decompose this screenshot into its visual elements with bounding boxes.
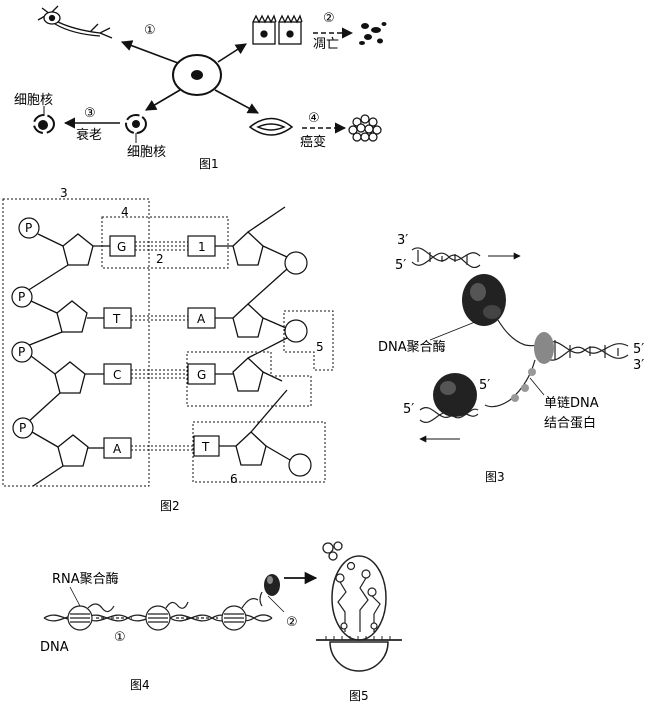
left-strand (26, 233, 110, 487)
arrow-to-small-cell (145, 89, 181, 111)
figure-2: P P P P G T C A 1 A G T (2, 186, 334, 513)
box-4 (101, 216, 229, 269)
cancer-cluster (348, 114, 382, 142)
phosphate-label-2: P (18, 290, 25, 304)
box-g (186, 351, 312, 407)
figure-4: RNA聚合酶 DNA ① ② 图4 (40, 571, 318, 692)
left-base-4: A (113, 442, 122, 456)
ssb-label-line1: 单链DNA (544, 396, 599, 411)
dna-label: DNA (40, 640, 69, 655)
epithelial-cells (252, 14, 303, 45)
right-base-2: A (197, 312, 206, 326)
right-base-1: 1 (198, 240, 206, 254)
right-base-4: T (201, 440, 210, 454)
label-5: 5 (316, 340, 324, 354)
box-3 (2, 198, 150, 487)
central-cell (172, 54, 222, 96)
lower-strand (484, 359, 536, 408)
right-phosphates (284, 251, 312, 477)
phosphate-label-4: P (19, 421, 26, 435)
right-base-3: G (197, 368, 206, 382)
dna-polymerase-top (462, 274, 506, 326)
arrow-to-neuron (120, 40, 179, 64)
central-nucleus (191, 70, 203, 80)
apoptotic-fragments (359, 22, 387, 45)
fig1-label-2: ② (323, 11, 335, 26)
aging-label: 衰老 (76, 127, 102, 143)
figure-5: 图5 (316, 541, 402, 703)
ssb-proteins (511, 368, 536, 402)
fig3-mid-5prime: 5′ (479, 378, 490, 393)
fig1-label-3: ③ (84, 106, 96, 121)
figure-1: ① ② 凋亡 ③ 衰老 ④ 癌变 细胞核 细胞核 图1 (14, 5, 387, 171)
left-base-3: C (113, 368, 121, 382)
pointer-rna-polymerase (69, 586, 81, 607)
fig4-label-2: ② (286, 615, 298, 630)
dna-helix-right (544, 340, 629, 361)
ribosome (259, 574, 280, 607)
label-3: 3 (60, 186, 68, 200)
left-base-2: T (112, 312, 121, 326)
pointer-ssb (529, 377, 545, 396)
cancer-label: 癌变 (300, 134, 326, 150)
peptide-chains (335, 561, 381, 632)
ssb-label-line2: 结合蛋白 (544, 415, 596, 431)
small-subunit (329, 641, 389, 672)
rna-polymerase-label: RNA聚合酶 (52, 571, 119, 587)
neuron-cell (37, 5, 113, 39)
dna-polymerase-bottom (433, 373, 477, 417)
dna-helix-bottom (419, 407, 479, 423)
figure-3: 3′ 5′ 5′ 3′ 5′ 5′ DNA聚合酶 单链DNA 结合蛋白 图3 (378, 233, 644, 484)
label-2: 2 (156, 252, 164, 266)
large-subunit (331, 555, 387, 641)
pointer-polymerase (429, 321, 476, 341)
nucleus-label-top: 细胞核 (14, 93, 53, 108)
helicase (534, 332, 554, 364)
fig3-caption: 图3 (485, 470, 505, 484)
rna-polymerase-3 (221, 598, 259, 631)
arrow-to-eye-cell (214, 89, 259, 114)
fig3-right-3prime: 3′ (633, 358, 644, 373)
left-base-1: G (117, 240, 126, 254)
small-cell (125, 114, 147, 143)
left-base-box (103, 307, 132, 329)
dna-polymerase-label: DNA聚合酶 (378, 339, 446, 355)
aged-cell (33, 106, 55, 134)
left-base-box (103, 437, 132, 459)
fig5-caption: 图5 (349, 689, 369, 703)
hydrogen-bonds (131, 241, 194, 451)
fig3-top-3prime: 3′ (397, 233, 408, 248)
mrna-ticks (325, 636, 391, 640)
fig3-bottom-5prime: 5′ (403, 402, 414, 417)
fig4-caption: 图4 (130, 678, 150, 692)
label-6: 6 (230, 472, 238, 486)
fig4-label-1: ① (114, 630, 126, 645)
fig2-caption: 图2 (160, 499, 180, 513)
box-5 (283, 310, 334, 371)
pointer-2 (267, 595, 285, 613)
arrow-to-epithelium (217, 43, 247, 63)
rna-polymerase-2 (145, 601, 189, 631)
fig3-right-5prime: 5′ (633, 342, 644, 357)
free-beads (322, 541, 343, 561)
rna-polymerase-1 (67, 603, 115, 631)
fig3-top-5prime: 5′ (395, 258, 406, 273)
apoptosis-label: 凋亡 (313, 37, 339, 52)
phosphate-label-1: P (25, 221, 32, 235)
fig1-label-1: ① (144, 23, 156, 38)
nucleus-label-bottom: 细胞核 (127, 145, 166, 160)
eye-cell (248, 117, 294, 136)
right-strand (215, 206, 291, 466)
dna-helix-top (411, 247, 481, 268)
fig1-caption: 图1 (199, 157, 219, 171)
phosphate-group (11, 217, 40, 439)
fig1-label-4: ④ (308, 111, 320, 126)
phosphate-label-3: P (18, 345, 25, 359)
label-4: 4 (121, 205, 129, 219)
